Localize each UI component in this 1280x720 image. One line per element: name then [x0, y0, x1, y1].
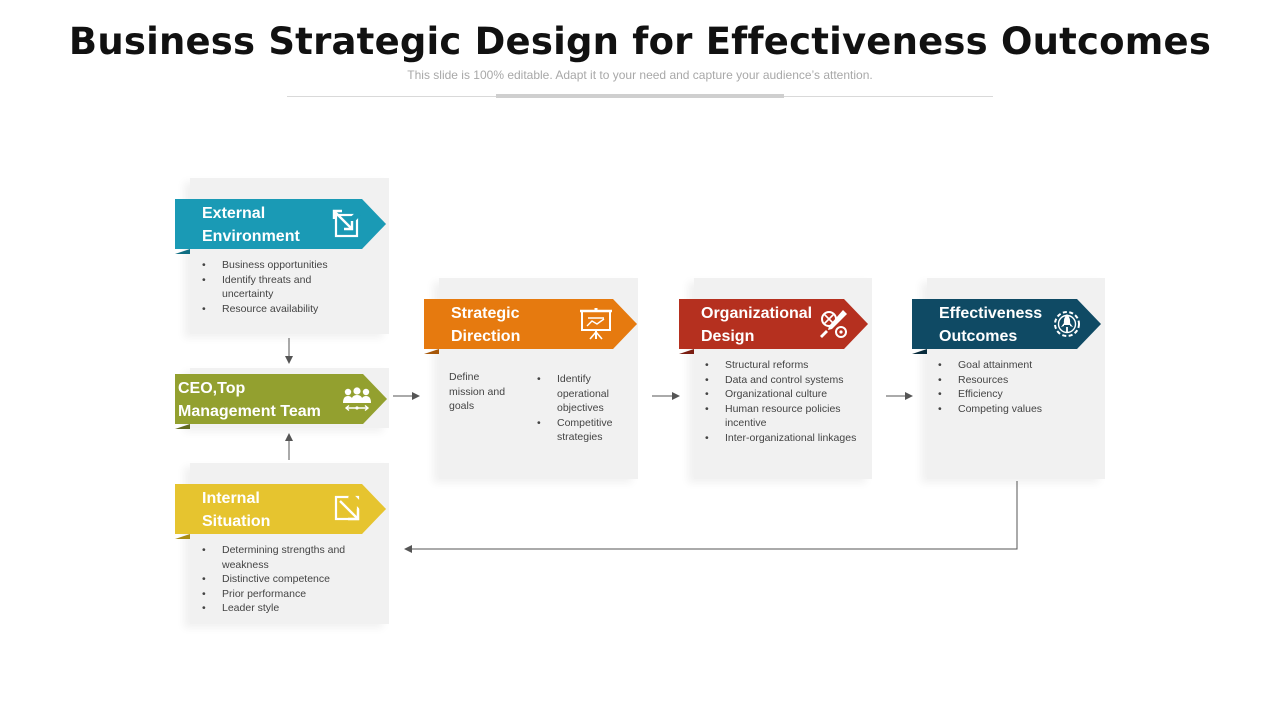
list-item: Leader style [202, 601, 362, 616]
ceo-top-management-label: CEO,Top Management Team [178, 377, 321, 423]
effectiveness-label-line1: Effectiveness [939, 305, 1043, 322]
external-environment-banner: External Environment [175, 199, 386, 249]
list-item: Identify operational objectives [537, 372, 632, 416]
list-item: Efficiency [938, 387, 1088, 402]
effectiveness-outcomes-bullets: Goal attainment Resources Efficiency Com… [938, 358, 1088, 416]
list-item: Competing values [938, 402, 1088, 417]
ceo-banner-fold [175, 424, 190, 429]
strategic-direction-bullets: Identify operational objectives Competit… [537, 372, 632, 445]
external-environment-bullets: Business opportunities Identify threats … [202, 258, 352, 316]
effectiveness-banner-fold [912, 349, 927, 354]
strategic-label-line2: Direction [451, 328, 521, 345]
list-item: Distinctive competence [202, 572, 362, 587]
internal-label-line1: Internal [202, 490, 260, 507]
internal-situation-bullets: Determining strengths and weakness Disti… [202, 543, 362, 616]
internal-banner-fold [175, 534, 190, 539]
slide-subtitle: This slide is 100% editable. Adapt it to… [407, 68, 873, 82]
design-tools-icon [816, 306, 852, 342]
title-divider-accent [496, 94, 784, 98]
external-environment-label: External Environment [202, 202, 300, 248]
strategic-direction-banner: Strategic Direction [424, 299, 637, 349]
diagonal-down-arrow-icon [330, 491, 366, 527]
effectiveness-outcomes-banner: Effectiveness Outcomes [912, 299, 1101, 349]
list-item: Goal attainment [938, 358, 1088, 373]
presentation-board-icon [578, 306, 614, 342]
effectiveness-outcomes-label: Effectiveness Outcomes [939, 302, 1042, 348]
list-item: Structural reforms [705, 358, 865, 373]
organizational-design-banner: Organizational Design [679, 299, 868, 349]
list-item: Inter-organizational linkages [705, 431, 865, 446]
organizational-design-bullets: Structural reforms Data and control syst… [705, 358, 865, 445]
ceo-label-line1: CEO,Top [178, 380, 246, 397]
external-label-line1: External [202, 205, 266, 222]
organizational-label-line2: Design [701, 328, 755, 345]
list-item: Prior performance [202, 587, 362, 602]
ceo-label-line2: Management Team [178, 403, 321, 420]
list-item: Human resource policies incentive [705, 402, 865, 431]
feedback-arrow-effectiveness-to-internal [404, 481, 1018, 553]
diagonal-expand-arrow-icon [330, 206, 366, 242]
strategic-banner-fold [424, 349, 439, 354]
team-people-icon [339, 381, 375, 417]
effectiveness-label-line2: Outcomes [939, 328, 1018, 345]
slide-title: Business Strategic Design for Effectiven… [68, 20, 1212, 63]
strategic-label-line1: Strategic [451, 305, 520, 322]
list-item: Determining strengths and weakness [202, 543, 362, 572]
organizational-banner-fold [679, 349, 694, 354]
list-item: Identify threats and uncertainty [202, 273, 352, 302]
organizational-label-line1: Organizational [701, 305, 813, 322]
list-item: Resources [938, 373, 1088, 388]
internal-label-line2: Situation [202, 513, 271, 530]
strategic-direction-mission-text: Define mission and goals [449, 371, 506, 412]
organizational-design-label: Organizational Design [701, 302, 812, 348]
list-item: Business opportunities [202, 258, 352, 273]
external-banner-fold [175, 249, 190, 254]
list-item: Competitive strategies [537, 416, 632, 445]
internal-situation-banner: Internal Situation [175, 484, 386, 534]
strategic-direction-label: Strategic Direction [451, 302, 520, 348]
external-label-line2: Environment [202, 228, 300, 245]
rocket-gear-icon [1049, 306, 1085, 342]
list-item: Organizational culture [705, 387, 865, 402]
list-item: Resource availability [202, 302, 352, 317]
list-item: Data and control systems [705, 373, 865, 388]
internal-situation-label: Internal Situation [202, 487, 270, 533]
ceo-top-management-banner: CEO,Top Management Team [175, 374, 387, 424]
